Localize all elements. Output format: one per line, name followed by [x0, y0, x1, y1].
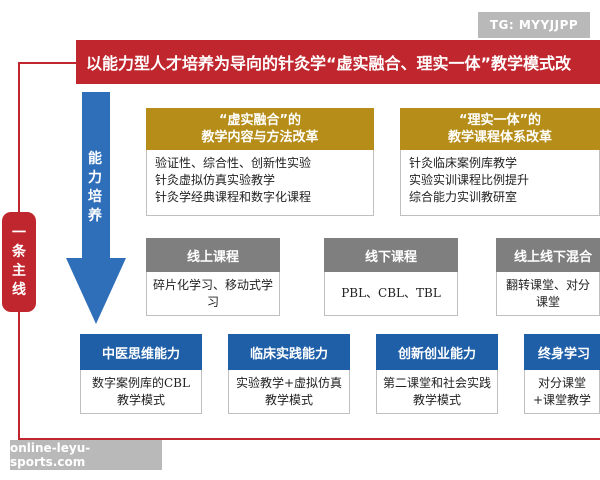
list-item: 实验实训课程比例提升 [409, 173, 530, 187]
lifelong-learning-body: 对分课堂+课堂教学 [524, 370, 600, 414]
online-course-heading: 线上课程 [146, 238, 280, 272]
arrow-label-text: 能力培养 [88, 151, 102, 224]
lifelong-learning-heading: 终身学习 [524, 334, 600, 370]
banner-title: 以能力型人才培养为导向的针灸学“虚实融合、理实一体”教学模式改 [86, 54, 572, 73]
section-theory-practice-body: 针灸临床案例库教学 实验实训课程比例提升 综合能力实训教研室 [400, 150, 600, 216]
section-virtual-real-heading: “虚实融合”的 教学内容与方法改革 [146, 108, 374, 150]
frame-line-top [18, 62, 78, 64]
list-item: 验证性、综合性、创新性实验 [155, 156, 312, 170]
main-line-label: 一条主线 [12, 225, 26, 298]
section-heading-line1: “理实一体”的 [458, 113, 542, 128]
innovation-body: 第二课堂和社会实践教学模式 [376, 370, 498, 414]
tcm-thinking-body: 数字案例库的CBL教学模式 [80, 370, 202, 414]
clinical-practice-body: 实验教学+虚拟仿真教学模式 [228, 370, 350, 414]
title-banner: 以能力型人才培养为导向的针灸学“虚实融合、理实一体”教学模式改 [76, 40, 600, 84]
clinical-practice-heading: 临床实践能力 [228, 334, 350, 370]
section-heading-line2: 教学课程体系改革 [447, 130, 552, 145]
section-virtual-real-body: 验证性、综合性、创新性实验 针灸虚拟仿真实验教学 针灸学经典课程和数字化课程 [146, 150, 374, 216]
frame-line-bottom [18, 438, 600, 440]
tcm-thinking-heading: 中医思维能力 [80, 334, 202, 370]
section-heading-line1: “虚实融合”的 [218, 113, 302, 128]
arrow-label: 能力培养 [82, 150, 108, 226]
blended-course-body: 翻转课堂、对分课堂 [496, 272, 600, 316]
list-item: 综合能力实训教研室 [409, 190, 518, 204]
watermark: TG: MYYJJPP [478, 12, 590, 38]
section-theory-practice-heading: “理实一体”的 教学课程体系改革 [400, 108, 600, 150]
online-course-body: 碎片化学习、移动式学习 [146, 272, 280, 316]
list-item: 针灸临床案例库教学 [409, 156, 518, 170]
list-item: 针灸学经典课程和数字化课程 [155, 190, 312, 204]
offline-course-body: PBL、CBL、TBL [324, 272, 458, 316]
blended-course-heading: 线上线下混合 [496, 238, 600, 272]
section-heading-line2: 教学内容与方法改革 [201, 130, 319, 145]
offline-course-heading: 线下课程 [324, 238, 458, 272]
innovation-heading: 创新创业能力 [376, 334, 498, 370]
site-label[interactable]: online-leyu-sports.com [10, 440, 162, 470]
down-arrow-icon [66, 92, 126, 324]
main-line-pill: 一条主线 [2, 212, 36, 312]
list-item: 针灸虚拟仿真实验教学 [155, 173, 276, 187]
